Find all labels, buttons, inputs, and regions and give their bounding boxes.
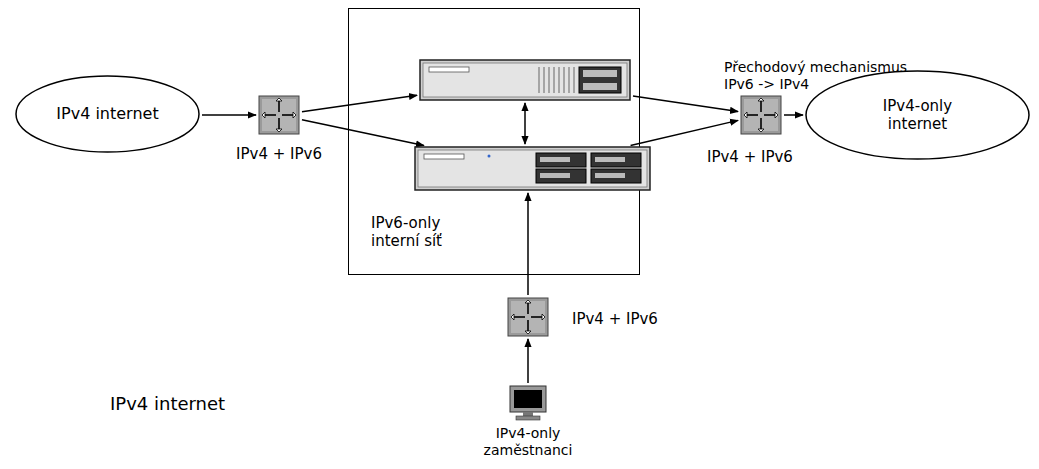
server-icon-outline (419, 59, 631, 101)
server-icon (414, 146, 651, 191)
workstation-icon: IPv4-only zaměstnanci (508, 385, 548, 421)
node-label: IPv4 + IPv6 (572, 310, 692, 328)
free-label: IPv4 internet (110, 393, 225, 414)
node-label: IPv4 + IPv6 (707, 148, 817, 166)
node-label: IPv4 internet (25, 104, 190, 123)
router-icon: IPv4 + IPv6 (507, 297, 549, 337)
connector-arrow (302, 95, 417, 111)
node-label: IPv6-only interní síť (371, 214, 486, 250)
node-label: Přechodový mechanismus IPv6 -> IPv4 (724, 59, 934, 93)
connector-arrow (202, 114, 256, 116)
workstation-icon-outline (508, 385, 548, 421)
router-icon: IPv4 + IPv6 (258, 95, 300, 135)
router-icon-outline (740, 95, 782, 135)
connector-arrow (633, 96, 738, 112)
connector-arrow (527, 339, 529, 383)
node-label: IPv4-only internet (855, 97, 980, 133)
connector-arrow (784, 114, 803, 116)
node-label: IPv4 + IPv6 (218, 145, 340, 163)
connector-arrow (527, 193, 529, 295)
router-icon-outline (507, 297, 549, 337)
router-icon-outline (258, 95, 300, 135)
router-icon: Přechodový mechanismus IPv6 -> IPv4IPv4 … (740, 95, 782, 135)
network-cloud: IPv4-only internet (805, 70, 1030, 160)
connector-arrow (631, 120, 739, 145)
server-icon (419, 59, 631, 101)
server-icon-outline (414, 146, 651, 191)
network-cloud: IPv4 internet (15, 75, 200, 153)
internal-network-box: IPv6-only interní síť (348, 8, 640, 275)
connector-arrow (524, 103, 526, 144)
connector-arrow (302, 120, 424, 146)
node-label: IPv4-only zaměstnanci (463, 425, 593, 459)
